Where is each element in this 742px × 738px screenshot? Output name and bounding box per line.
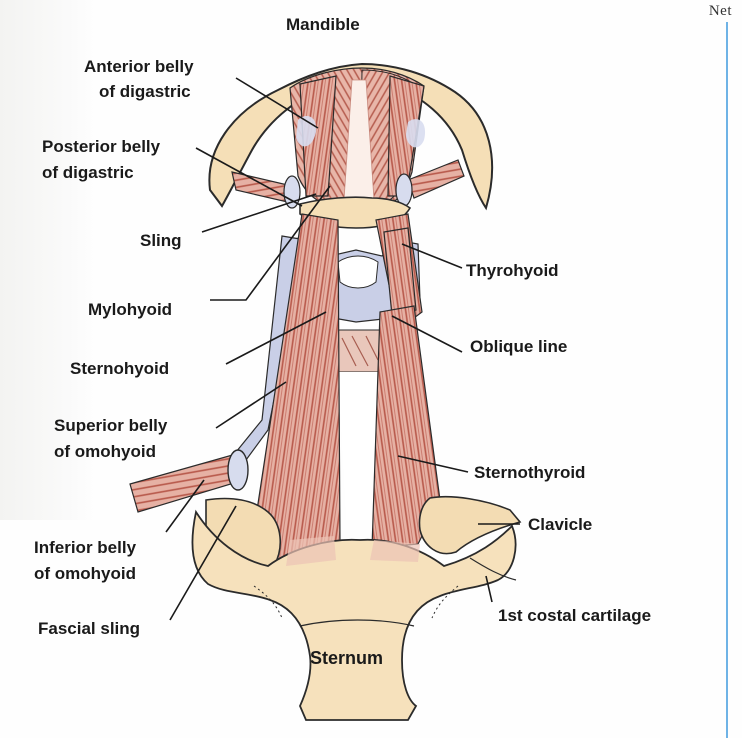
leader-sternothyroid — [397, 455, 469, 473]
leader-sling — [201, 193, 317, 233]
label-inferior-belly-line2: of omohyoid — [34, 564, 136, 583]
labels: Mandible Anterior belly of digastric Pos… — [34, 15, 651, 668]
leader-superior-belly — [215, 381, 287, 429]
leader-inferior-belly — [165, 479, 205, 533]
label-superior-belly-line2: of omohyoid — [54, 442, 156, 461]
label-inferior-belly-line1: Inferior belly — [34, 538, 137, 557]
label-mandible: Mandible — [286, 15, 360, 34]
omohyoid-fascial-sling — [227, 449, 249, 491]
leader-anterior-belly — [235, 77, 319, 129]
leader-sternohyoid — [225, 311, 327, 365]
label-superior-belly-line1: Superior belly — [54, 416, 168, 435]
label-sternohyoid: Sternohyoid — [70, 359, 169, 378]
leader-lines — [165, 77, 520, 621]
label-sternothyroid: Sternothyroid — [474, 463, 585, 482]
label-sling: Sling — [140, 231, 182, 250]
cricothyroid-fibers — [341, 335, 379, 367]
anterior-digastric-left — [299, 75, 337, 197]
page-corner-text: Net — [708, 3, 732, 19]
clavicle-right — [418, 495, 522, 555]
label-fascial-sling: Fascial sling — [38, 619, 140, 638]
thyroid-notch — [337, 255, 379, 289]
posterior-digastric-right — [407, 159, 465, 199]
label-first-costal-cartilage: 1st costal cartilage — [498, 606, 651, 625]
label-mylohyoid: Mylohyoid — [88, 300, 172, 319]
manubrium-line — [299, 619, 415, 627]
tracheal-space — [338, 372, 382, 520]
label-clavicle: Clavicle — [528, 515, 592, 534]
leader-posterior-belly — [195, 147, 303, 207]
leader-costal-cartilage — [485, 575, 493, 603]
label-posterior-belly-line1: Posterior belly — [42, 137, 161, 156]
costal-joint-right — [431, 585, 459, 619]
leader-thyrohyoid — [401, 243, 463, 269]
margin-rule — [726, 22, 728, 738]
leader-oblique-line — [391, 315, 463, 353]
label-thyrohyoid: Thyrohyoid — [466, 261, 559, 280]
label-anterior-belly-line1: Anterior belly — [84, 57, 194, 76]
sternohyoid-origin — [286, 536, 336, 566]
label-posterior-belly-line2: of digastric — [42, 163, 134, 182]
sternothyroid-origin — [370, 540, 420, 562]
label-sternum: Sternum — [310, 648, 383, 668]
first-rib-line — [469, 557, 517, 581]
scanned-page-edge — [0, 0, 96, 520]
tendon-patch-right — [406, 119, 426, 148]
cricothyroid-region — [333, 329, 385, 373]
leader-fascial-sling — [169, 505, 237, 621]
label-oblique-line: Oblique line — [470, 337, 567, 356]
thyrohyoid-muscle — [383, 227, 417, 317]
leader-mylohyoid — [210, 185, 331, 301]
label-anterior-belly-line2: of digastric — [99, 82, 191, 101]
